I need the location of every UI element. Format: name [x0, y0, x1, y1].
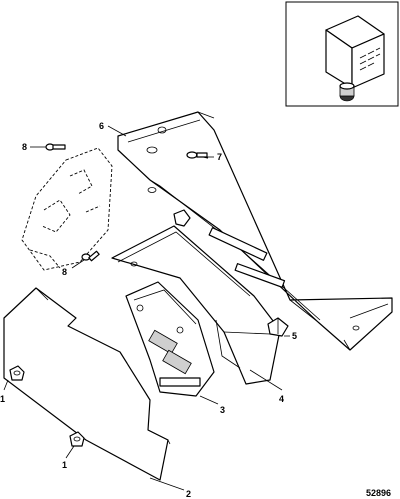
callout-5: 5 [292, 331, 297, 341]
part-5-fastener [173, 209, 289, 337]
part-3-component [125, 281, 215, 397]
callout-1-lower: 1 [62, 460, 67, 470]
part-8-screw-upper [45, 143, 66, 151]
callout-1-upper: 1 [0, 394, 5, 404]
callout-4: 4 [279, 394, 284, 404]
leader-lines [3, 125, 290, 491]
part-2-base-plate [3, 287, 171, 481]
part-1-nut-lower [69, 431, 85, 447]
callout-2: 2 [186, 489, 191, 499]
part-4-cover-plate [111, 225, 281, 385]
part-7-screw [186, 151, 209, 159]
callout-6: 6 [99, 121, 104, 131]
part-6-mounting-bracket [117, 111, 393, 351]
callout-8-lower: 8 [62, 267, 67, 277]
callout-7: 7 [217, 152, 222, 162]
hidden-component-dashed [21, 147, 113, 271]
part-8-screw-lower [81, 250, 100, 262]
figure-number: 52896 [366, 488, 391, 498]
callout-3: 3 [220, 405, 225, 415]
part-1-nut-upper [9, 365, 25, 381]
inset-locator-view [285, 1, 399, 107]
callout-8-upper: 8 [22, 142, 27, 152]
